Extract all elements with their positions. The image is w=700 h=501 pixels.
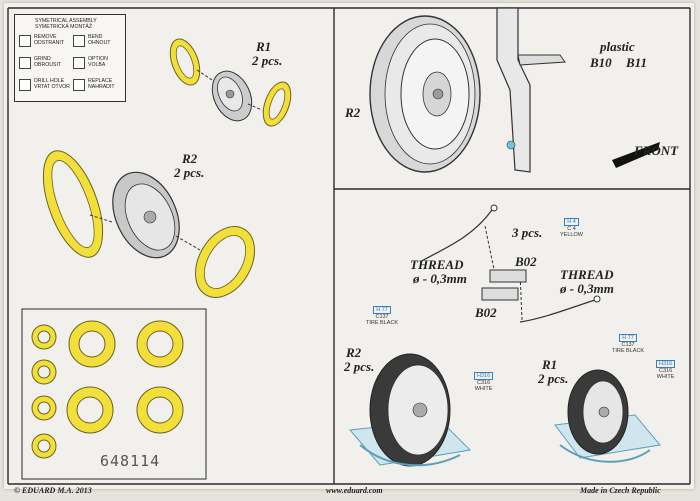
legend-item-grind: GRIND OBROUSIT [19,56,71,69]
r2-strut-assembly [369,7,660,173]
legend-item-drill-hole: DRILL HOLE VRTAT OTVOR [19,78,71,91]
mask-sheet-code: 648114 [100,452,161,470]
label-r1-top: R1 [256,39,272,54]
label-r2-bottom-qty: 2 pcs. [344,359,375,374]
symmetrical-note: SYMETRICAL ASSEMBLY SYMETRICKÁ MONTÁŽ [35,18,97,30]
legend-item-remove: REMOVE ODSTRANIT [19,34,71,47]
paint-white-right: H316 C316 WHITE [656,360,676,381]
legend-item-option: OPTION VOLBA [73,56,125,69]
r2-bottom-assembly [349,353,472,467]
paint-tire-black-left: H 77 C137 TIRE BLACK [366,306,399,327]
legend-item-bend: BEND OHNOUT [73,34,125,47]
label-thread-left: THREAD [410,257,464,272]
label-b02-top: B02 [515,254,537,269]
label-b10: B10 [590,55,612,70]
label-r1-top-qty: 2 pcs. [252,53,283,68]
label-thread-left-dim: ø - 0,3mm [413,271,467,286]
r1-bottom-assembly [554,369,661,463]
label-3pcs: 3 pcs. [512,225,543,240]
drill-hole-icon [19,79,31,91]
label-r2-upper-right: R2 [345,105,361,120]
footer-copyright: © EDUARD M.A. 2013 [14,486,92,495]
label-thread-right-dim: ø - 0,3mm [560,281,614,296]
r2-left-assembly [42,150,255,298]
r1-top-assembly [169,38,292,127]
bend-icon [73,35,85,47]
label-thread-right: THREAD [560,267,614,282]
symbol-legend: SYMETRICAL ASSEMBLY SYMETRICKÁ MONTÁŽ RE… [14,14,126,102]
label-plastic: plastic [600,39,635,54]
paint-tire-black-right: H 77 C137 TIRE BLACK [612,334,645,355]
footer-made-in: Made in Czech Republic [580,486,661,495]
paint-yellow: H 4 C 4 YELLOW [560,218,583,239]
label-r1-bottom: R1 [542,357,558,372]
legend-item-replace: REPLACE NAHRADIT [73,78,125,91]
remove-icon [19,35,31,47]
footer-website: www.eduard.com [326,486,383,495]
mask-sheet-rings [31,320,184,459]
grind-icon [19,57,31,69]
replace-icon [73,79,85,91]
option-icon [73,57,85,69]
label-r1-bottom-qty: 2 pcs. [538,371,569,386]
label-b02-bottom: B02 [475,305,497,320]
label-front: FRONT [634,143,679,158]
label-r2-left-qty: 2 pcs. [174,165,205,180]
label-r2-left: R2 [182,151,198,166]
label-b11: B11 [626,55,647,70]
thread-assembly [419,204,601,323]
label-r2-bottom: R2 [346,345,362,360]
paint-white-left: H316 C316 WHITE [474,372,494,393]
